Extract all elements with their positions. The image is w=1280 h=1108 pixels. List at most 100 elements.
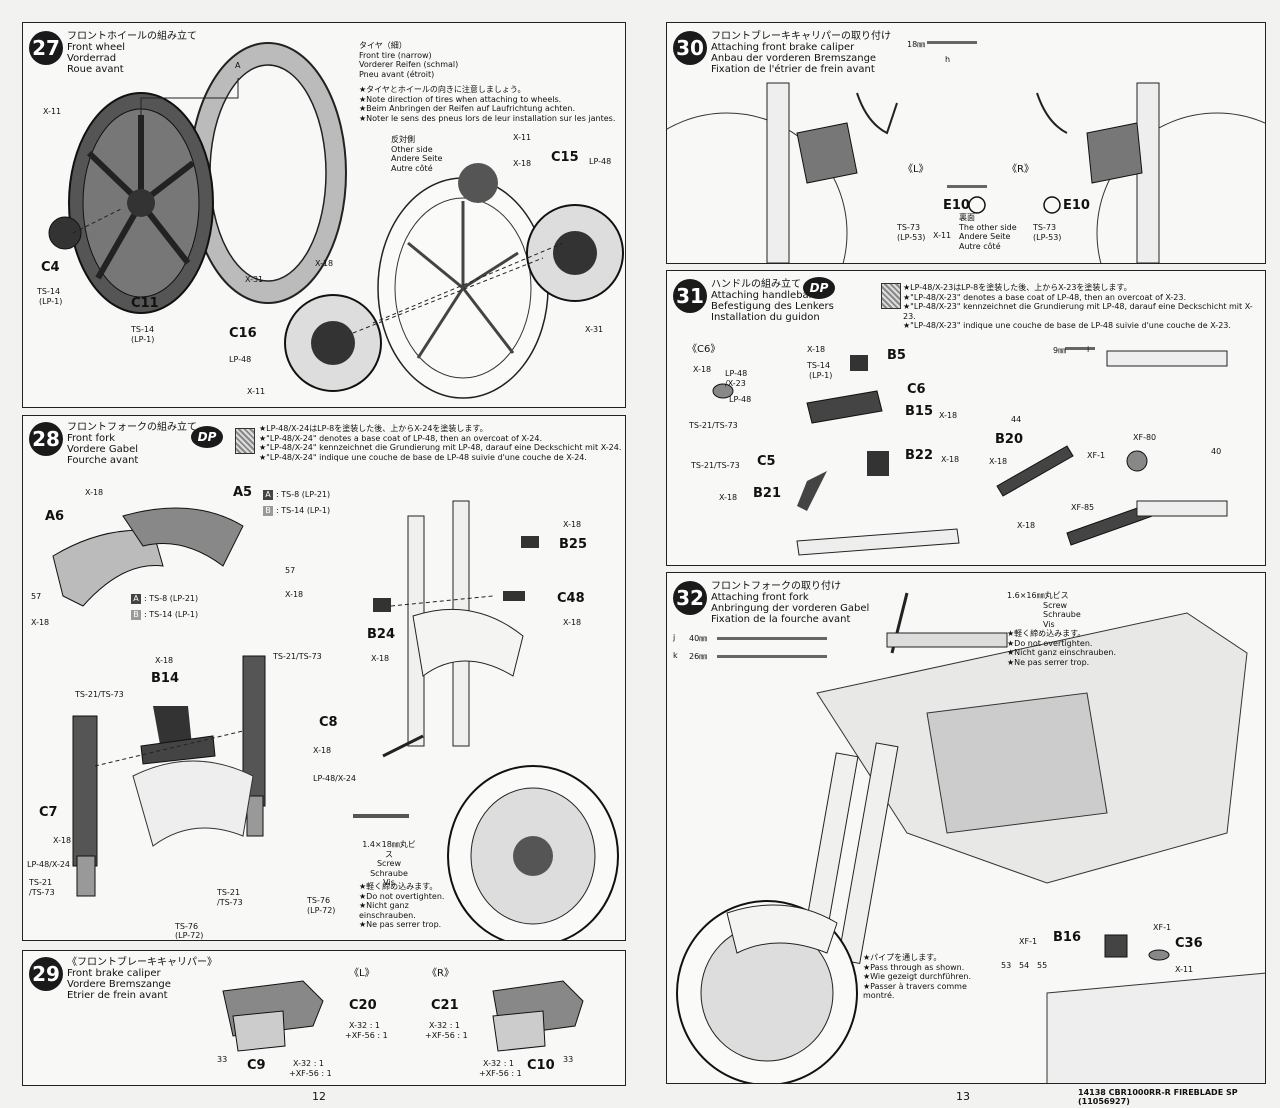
- other-side-label: 反対側 Other side Andere Seite Autre côté: [391, 135, 442, 173]
- step-number: 31: [673, 279, 707, 313]
- screw-de: Schraube: [370, 868, 408, 878]
- step-titles: フロントフォークの組み立て Front fork Vordere Gabel F…: [67, 422, 197, 466]
- title-de: Vordere Gabel: [67, 444, 138, 455]
- brake-caliper-illustration: [222, 980, 584, 1052]
- part-label: LP-48/X-24: [27, 860, 71, 869]
- paint-note: ★LP-48/X-24はLP-8を塗装した後、上からX-24を塗装します。 ★"…: [259, 424, 621, 462]
- part-label: X-18: [939, 411, 958, 420]
- part-label: X-32 : 1: [349, 1021, 381, 1030]
- paint-note: ★LP-48/X-23はLP-8を塗装した後、上からX-23を塗装します。 ★"…: [903, 283, 1265, 331]
- step-titles: フロントブレーキキャリパーの取り付け Attaching front brake…: [711, 31, 891, 75]
- pipe-note: ★パイプを通します。 ★Pass through as shown. ★Wie …: [863, 953, 971, 1001]
- pipe-jp: ★パイプを通します。: [863, 953, 942, 962]
- paint-a6b: B: TS-14 (LP-1): [131, 610, 198, 620]
- part-label: X-32 : 1: [293, 1059, 325, 1068]
- pipe-fr: ★Passer à travers comme: [863, 981, 967, 991]
- part-label: B25: [559, 537, 587, 552]
- part-label: X-18: [53, 836, 72, 845]
- title-de: Anbau der vorderen Bremszange: [711, 53, 877, 64]
- page-number: 12: [312, 1090, 326, 1103]
- part-label: (LP-72): [307, 906, 336, 915]
- part-label: A: [235, 61, 241, 70]
- step-titles: フロントフォークの取り付け Attaching front fork Anbri…: [711, 581, 869, 625]
- part-label: X-18: [31, 618, 50, 627]
- warn-jp: ★軽く締め込みます。: [1007, 629, 1086, 638]
- tire-note: ★タイヤとホイールの向きに注意しましょう。 ★Note direction of…: [359, 85, 615, 123]
- step-titles: 《フロントブレーキキャリパー》 Front brake caliper Vord…: [67, 957, 217, 1001]
- part-label: LP-48/X-24: [313, 774, 357, 783]
- paint-icon: [235, 428, 255, 454]
- color-box-a: A: [263, 490, 273, 500]
- right-side-label: 《R》: [427, 968, 454, 979]
- left-side-label: 《L》: [349, 968, 375, 979]
- title-en: Front brake caliper: [67, 968, 161, 979]
- step-31-panel: 31 ハンドルの組み立て Attaching handlebars Befest…: [666, 270, 1266, 566]
- part-label: (LP-72): [175, 931, 204, 940]
- tire-jp: タイヤ（細）: [359, 41, 407, 50]
- dp-badge: DP: [803, 277, 835, 299]
- color-box-b: B: [131, 610, 141, 620]
- screw-info: 1.4×18㎜丸ビス Screw Schraube Vis: [359, 840, 419, 888]
- part-label: B21: [753, 486, 781, 501]
- part-label: X-18: [285, 590, 304, 599]
- part-label: TS-21/TS-73: [273, 652, 322, 661]
- part-label: TS-73: [1033, 223, 1057, 232]
- title-de: Vordere Bremszange: [67, 979, 171, 990]
- pipe-fr-2: montré.: [863, 991, 895, 1000]
- part-label: (LP-53): [897, 233, 926, 242]
- dp-badge: DP: [191, 426, 223, 448]
- paint-a5a: A: TS-8 (LP-21): [263, 490, 330, 500]
- part-label: +XF-56 : 1: [479, 1069, 522, 1078]
- part-label: (LP-1): [131, 335, 155, 344]
- part-label: i: [1087, 345, 1090, 354]
- paint-a6a: A: TS-8 (LP-21): [131, 594, 198, 604]
- step-number: 30: [673, 31, 707, 65]
- title-en: Front wheel: [67, 42, 126, 53]
- part-label: TS-76: [175, 922, 199, 931]
- title-en: Attaching handlebars: [711, 290, 818, 301]
- step-titles: フロントホイールの組み立て Front wheel Vorderrad Roue…: [67, 31, 197, 75]
- title-jp: 《フロントブレーキキャリパー》: [67, 957, 217, 968]
- title-fr: Fourche avant: [67, 455, 139, 466]
- part-label: LP-48: [725, 369, 748, 378]
- screw-fr: Vis: [383, 878, 395, 887]
- step-number: 27: [29, 31, 63, 65]
- tire-fr: Pneu avant (étroit): [359, 69, 435, 79]
- other-jp: 反対側: [391, 135, 415, 144]
- paint-a5b: B: TS-14 (LP-1): [263, 506, 330, 516]
- part-label: X-11: [43, 107, 62, 116]
- part-label: 33: [563, 1055, 574, 1064]
- part-label: X-31: [245, 275, 264, 284]
- part-label: B24: [367, 627, 395, 642]
- part-label: B22: [905, 448, 933, 463]
- title-de: Anbringung der vorderen Gabel: [711, 603, 870, 614]
- part-label: TS-76: [307, 896, 331, 905]
- part-label: X-32 : 1: [483, 1059, 515, 1068]
- step-30-panel: 30 フロントブレーキキャリパーの取り付け Attaching front br…: [666, 22, 1266, 264]
- part-label: C21: [431, 998, 459, 1013]
- warn-fr: ★Ne pas serrer trop.: [1007, 657, 1090, 667]
- part-label: C11: [131, 296, 159, 311]
- note-en: ★"LP-48/X-24" denotes a base coat of LP-…: [259, 433, 543, 443]
- screw-info: 1.6×16㎜丸ビス Screw Schraube Vis: [1007, 591, 1081, 629]
- handlebar-illustration: [712, 347, 1228, 556]
- step-32-panel: 32 フロントフォークの取り付け Attaching front fork An…: [666, 572, 1266, 1084]
- part-label: E10: [943, 198, 970, 213]
- part-label: X-18: [941, 455, 960, 464]
- part-label: XF-85: [1071, 503, 1095, 512]
- note-de: ★Beim Anbringen der Reifen auf Laufricht…: [359, 104, 575, 113]
- tire-en: Front tire (narrow): [359, 50, 432, 60]
- paint-icon: [881, 283, 901, 309]
- pipe-en: ★Pass through as shown.: [863, 962, 965, 972]
- warn-en: ★Do not overtighten.: [359, 891, 445, 901]
- part-label: B15: [905, 404, 933, 419]
- part-label: C7: [39, 805, 58, 820]
- part-label: LP-48: [229, 355, 252, 364]
- length-label: 18㎜: [907, 40, 926, 49]
- part-label: X-18: [313, 746, 332, 755]
- title-fr: Etrier de frein avant: [67, 990, 168, 1001]
- warn-en: ★Do not overtighten.: [1007, 638, 1093, 648]
- caliper-attach-illustration: [667, 41, 1265, 263]
- step-27-panel: 27 フロントホイールの組み立て Front wheel Vorderrad R…: [22, 22, 626, 408]
- product-code: 14138 CBR1000RR-R FIREBLADE SP (11056927…: [1078, 1088, 1238, 1106]
